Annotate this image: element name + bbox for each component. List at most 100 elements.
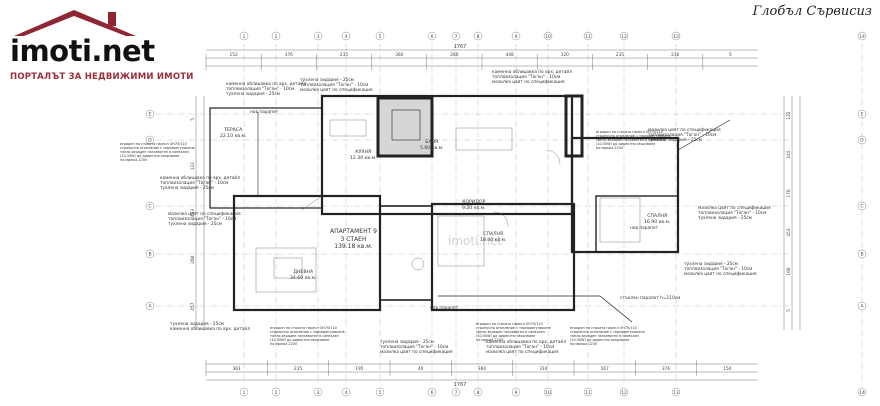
grid-row-bubble [857,249,867,259]
grid-axis-label: 3 [317,390,320,396]
grid-axis-bubble [375,387,385,397]
right-dimension: 122 [786,111,792,119]
left-dimension: 453 [190,209,196,217]
grid-axis-label: 10 [545,390,551,396]
grid-axis-bubble [511,387,521,397]
bottom-dimension: 376 [662,366,670,372]
grid-row-label: B [860,252,863,258]
wall [430,202,576,312]
grid-axis-label: 1 [243,390,246,396]
grid-axis-label: 14 [859,34,865,40]
grid-row-label: C [148,204,151,210]
apartment-rooms: 3 СТАЕН [340,235,367,243]
grid-row-label: A [860,304,864,310]
grid-axis-label: 14 [859,390,865,396]
grid-axis-label: 11 [585,34,591,40]
overall-dimension-top: 1767 [454,44,467,50]
logo-tagline: ПОРТАЛЪТ ЗА НЕДВИЖИМИ ИМОТИ [10,72,194,82]
grid-row-bubble [857,135,867,145]
grid-row-bubble [145,109,155,119]
top-dimension: 120 [561,52,569,58]
right-dimension: 170 [786,189,792,197]
grid-axis-label: 6 [431,390,434,396]
sofa-icon [255,247,317,293]
bottom-dimension: 361 [233,366,241,372]
grid-row-bubble [145,249,155,259]
grid-axis-bubble [239,31,249,41]
top-dimension: 5 [729,52,732,58]
grid-axis-bubble [671,387,681,397]
top-dimension: 280 [450,52,458,58]
watermark: imoti.net [448,234,502,248]
grid-axis-label: 12 [621,34,627,40]
grid-row-bubble [857,109,867,119]
balcony-rail [599,295,633,323]
kitchen-block-icon [329,119,367,137]
grid-axis-label: 4 [345,390,348,396]
grid-row-label: D [860,138,864,144]
bottom-dimension: 235 [294,366,302,372]
bottom-dimension: 310 [539,366,547,372]
grid-axis-bubble [427,387,437,397]
grid-axis-label: 9 [515,390,518,396]
grid-row-bubble [857,301,867,311]
left-dimension: 260 [190,255,196,263]
grid-axis-bubble [313,387,323,397]
overall-dimension-bottom: 1767 [454,382,467,388]
wall [595,195,679,253]
wall [379,205,433,301]
imoti-logo[interactable]: imoti.net ПОРТАЛЪТ ЗА НЕДВИЖИМИ ИМОТИ [6,6,193,86]
grid-axis-bubble [543,387,553,397]
wall-note: нов парапет [250,110,279,115]
wall-note: нов парапет [630,226,659,231]
top-dimension: 216 [671,52,679,58]
toilet-icon [411,257,425,271]
house-roof-icon [14,10,136,36]
bottom-dimension: 167 [601,366,609,372]
grid-axis-label: 8 [477,34,480,40]
grid-axis-bubble [473,31,483,41]
grid-axis-bubble [583,31,593,41]
kitchen-counter-icon [455,127,513,151]
grid-axis-label: 5 [379,34,382,40]
grid-axis-bubble [375,31,385,41]
grid-row-bubble [145,135,155,145]
grid-axis-bubble [313,31,323,41]
top-dimension: 360 [395,52,403,58]
grid-axis-label: 8 [477,390,480,396]
leader-line [677,119,731,151]
grid-row-label: A [148,304,152,310]
grid-axis-bubble [543,31,553,41]
left-dimension: 5 [190,118,196,121]
bottom-dimension: 40 [418,366,424,372]
bottom-dimension: 195 [355,366,363,372]
grid-axis-bubble [239,387,249,397]
wall-note: стъклен парапет h=110см [620,296,681,301]
grid-axis-label: 7 [455,390,458,396]
grid-axis-bubble [619,387,629,397]
grid-axis-bubble [473,387,483,397]
apartment-area: 139.18 кв.м. [334,243,373,250]
wall [564,94,584,158]
grid-axis-label: 7 [455,34,458,40]
grid-axis-label: 12 [621,390,627,396]
grid-axis-bubble [583,387,593,397]
bottom-dimension: 150 [723,366,731,372]
grid-row-label: D [148,138,152,144]
grid-axis-label: 1 [243,34,246,40]
